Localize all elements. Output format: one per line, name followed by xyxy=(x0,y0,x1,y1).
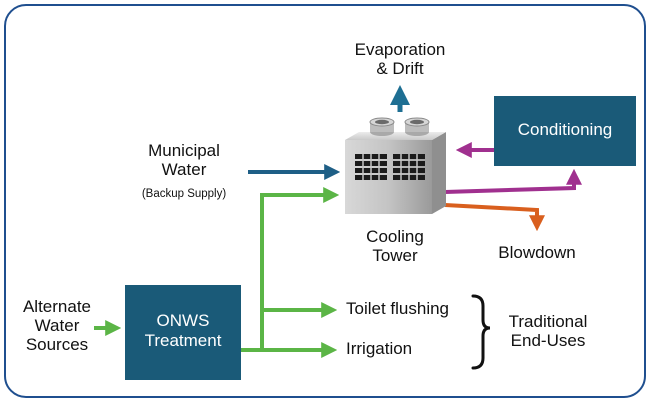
conditioning-text: Conditioning xyxy=(517,120,613,139)
blowdown-line xyxy=(444,203,539,222)
alternate-water-sources-label: Alternate Water Sources xyxy=(14,297,100,354)
conditioning-box xyxy=(494,96,636,166)
alternate-label-line3: Sources xyxy=(25,335,89,355)
cooling-tower-icon xyxy=(345,117,446,214)
alternate-label-line2: Water xyxy=(34,316,80,336)
onws-label-line2: Treatment xyxy=(144,330,222,350)
evaporation-label-line1: Evaporation xyxy=(354,40,446,59)
blowdown-label: Blowdown xyxy=(498,243,576,262)
municipal-water-label: Municipal Water xyxy=(124,141,244,179)
right-curly-brace xyxy=(471,294,491,370)
municipal-label-line2: Water xyxy=(161,160,207,180)
alternate-label-line1: Alternate xyxy=(22,297,92,316)
onws-label-line1: ONWS xyxy=(156,311,210,330)
onws-treatment-text: ONWS Treatment xyxy=(125,311,241,350)
traditional-end-uses-label: Traditional End-Uses xyxy=(488,312,608,350)
evaporation-label-line2: & Drift xyxy=(376,59,424,79)
evaporation-label: Evaporation & Drift xyxy=(330,40,470,78)
diagram-frame xyxy=(4,4,646,398)
onws-treatment-box xyxy=(125,285,241,380)
toilet-flushing-label: Toilet flushing xyxy=(346,299,450,318)
traditional-label-line1: Traditional xyxy=(508,312,588,331)
tower-to-conditioning-line xyxy=(444,180,576,194)
municipal-label-line1: Municipal xyxy=(148,141,220,160)
cooling-tower-label: Cooling Tower xyxy=(340,227,450,265)
irrigation-label: Irrigation xyxy=(346,339,413,358)
cooling-label-line1: Cooling xyxy=(366,227,424,246)
cooling-label-line2: Tower xyxy=(372,246,418,266)
traditional-label-line2: End-Uses xyxy=(510,331,586,351)
backup-supply-label: (Backup Supply) xyxy=(141,188,227,200)
onws-distribution-lines xyxy=(241,195,264,352)
